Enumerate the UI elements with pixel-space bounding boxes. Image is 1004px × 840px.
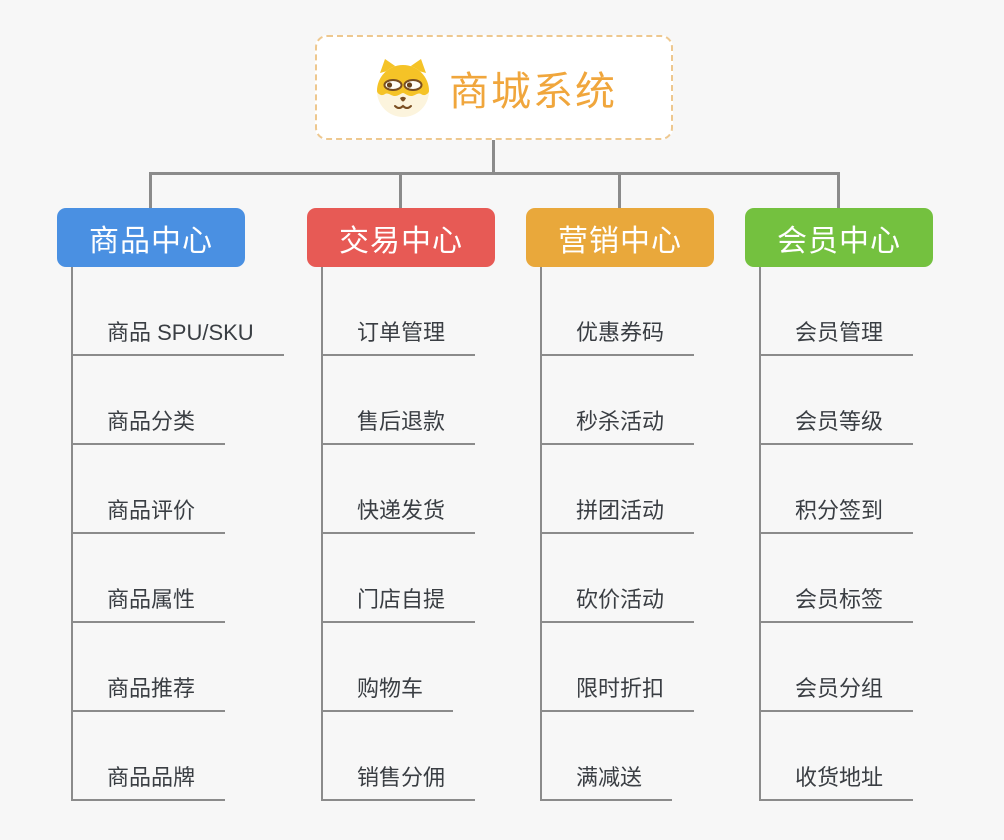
leaf-node[interactable]: 会员等级 <box>761 356 914 445</box>
connector-horizontal-bar <box>149 172 840 175</box>
leaf-node[interactable]: 商品推荐 <box>73 623 226 712</box>
leaf-node[interactable]: 积分签到 <box>761 445 914 534</box>
connector-drop-branch-1 <box>149 174 152 210</box>
leaf-node[interactable]: 秒杀活动 <box>542 356 695 445</box>
branch-node-member-center[interactable]: 会员中心 <box>745 208 933 267</box>
leaf-node[interactable]: 快递发货 <box>323 445 476 534</box>
leaf-node[interactable]: 会员管理 <box>761 267 914 356</box>
branch-column-marketing-center: 优惠券码 秒杀活动 拼团活动 砍价活动 限时折扣 满减送 <box>540 267 695 801</box>
leaf-node[interactable]: 会员标签 <box>761 534 914 623</box>
root-node-label: 商城系统 <box>449 69 617 114</box>
leaf-node[interactable]: 商品 SPU/SKU <box>73 267 284 356</box>
leaf-node[interactable]: 收货地址 <box>761 712 914 801</box>
branch-node-marketing-center[interactable]: 营销中心 <box>526 208 714 267</box>
connector-root-stub <box>492 140 495 174</box>
root-node[interactable]: 商城系统 <box>315 35 673 140</box>
connector-drop-branch-2 <box>399 174 402 210</box>
leaf-node[interactable]: 售后退款 <box>323 356 476 445</box>
leaf-node[interactable]: 限时折扣 <box>542 623 695 712</box>
leaf-node[interactable]: 商品分类 <box>73 356 226 445</box>
leaf-node[interactable]: 销售分佣 <box>323 712 476 801</box>
leaf-node[interactable]: 拼团活动 <box>542 445 695 534</box>
leaf-node[interactable]: 门店自提 <box>323 534 476 623</box>
branch-node-trade-center[interactable]: 交易中心 <box>307 208 495 267</box>
leaf-node[interactable]: 优惠券码 <box>542 267 695 356</box>
leaf-node[interactable]: 订单管理 <box>323 267 476 356</box>
branch-column-product-center: 商品 SPU/SKU 商品分类 商品评价 商品属性 商品推荐 商品品牌 <box>71 267 284 801</box>
branch-node-product-center[interactable]: 商品中心 <box>57 208 245 267</box>
leaf-node[interactable]: 商品品牌 <box>73 712 226 801</box>
branch-column-trade-center: 订单管理 售后退款 快递发货 门店自提 购物车 销售分佣 <box>321 267 476 801</box>
leaf-node[interactable]: 砍价活动 <box>542 534 695 623</box>
dog-face-icon <box>377 58 429 117</box>
leaf-node[interactable]: 购物车 <box>323 623 454 712</box>
branch-column-member-center: 会员管理 会员等级 积分签到 会员标签 会员分组 收货地址 <box>759 267 914 801</box>
leaf-node[interactable]: 商品评价 <box>73 445 226 534</box>
leaf-node[interactable]: 会员分组 <box>761 623 914 712</box>
leaf-node[interactable]: 商品属性 <box>73 534 226 623</box>
leaf-node[interactable]: 满减送 <box>542 712 673 801</box>
connector-drop-branch-3 <box>618 174 621 210</box>
connector-drop-branch-4 <box>837 174 840 210</box>
